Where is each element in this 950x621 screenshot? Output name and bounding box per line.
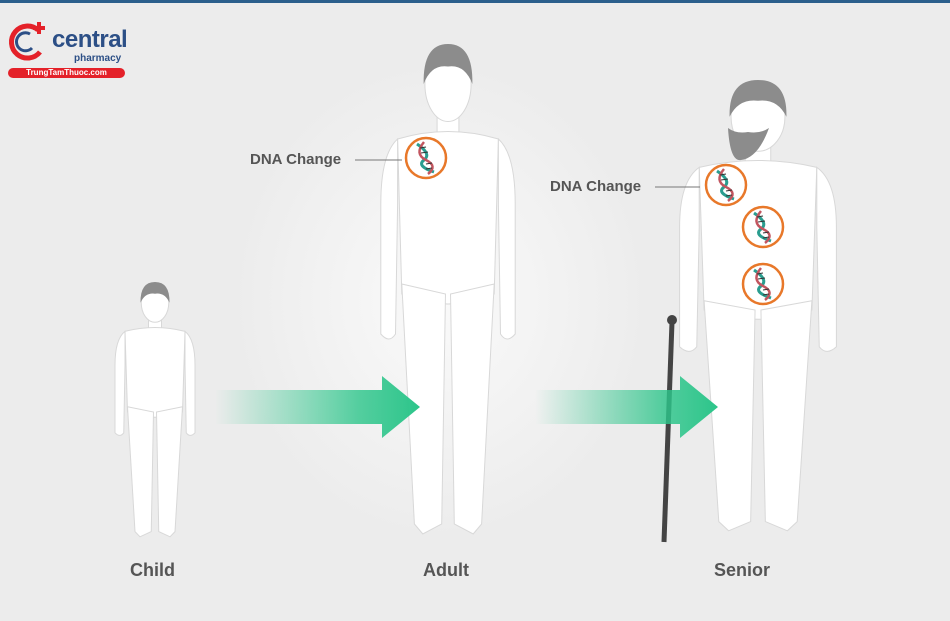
senior-label: Senior	[714, 560, 771, 580]
senior-figure	[680, 80, 837, 531]
adult-label: Adult	[423, 560, 469, 580]
logo-sub: pharmacy	[74, 53, 122, 64]
logo-brand: central	[52, 26, 128, 53]
arrow-adult-to-senior	[535, 376, 718, 438]
beard	[728, 128, 769, 161]
arrow-child-to-adult	[215, 376, 420, 438]
child-label: Child	[130, 560, 175, 580]
adult-figure	[381, 44, 515, 534]
adult-dna-label: DNA Change	[250, 151, 342, 168]
logo-c-icon	[8, 22, 45, 61]
cane	[661, 315, 677, 543]
logo-site: TrungTamThuoc.com	[8, 68, 125, 78]
senior-dna-label: DNA Change	[550, 178, 642, 195]
child-figure	[113, 280, 197, 539]
top-bar	[0, 0, 950, 3]
